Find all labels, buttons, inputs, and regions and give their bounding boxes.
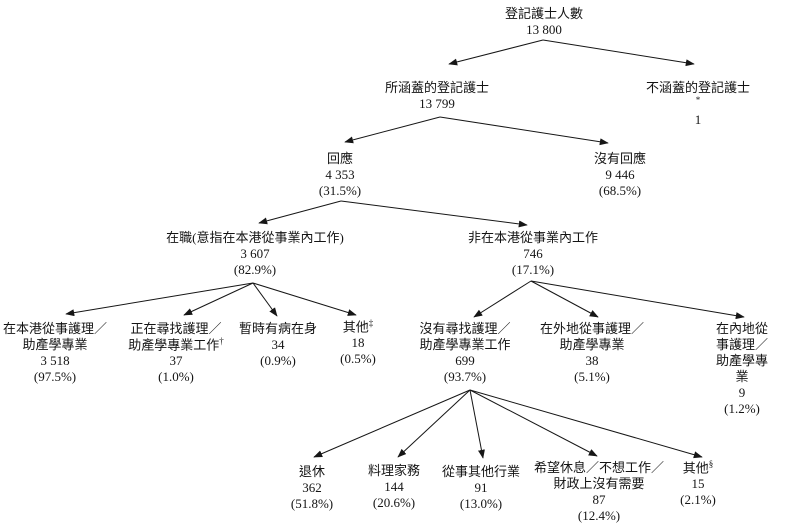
edge-working-temporarily-ill <box>252 282 278 317</box>
node-not-working-hk-value: 746 <box>523 246 543 261</box>
node-other-industry-label: 從事其他行業 <box>441 464 521 479</box>
node-others-working-label: 其他 <box>342 319 369 335</box>
node-responded-label: 回應 <box>326 151 353 166</box>
footnote-marker: ‡ <box>368 318 374 328</box>
node-retired: 退休 362 (51.8%) <box>291 464 333 512</box>
node-not-seeking-label: 沒有尋找護理／ 助產學專業工作 <box>419 321 511 352</box>
node-mainland-label: 在內地從事護理／ 助產學專業 <box>715 321 768 384</box>
node-root-value: 13 800 <box>526 22 562 37</box>
node-mainland-value: 9 <box>738 385 746 400</box>
node-housework-value: 144 <box>384 479 404 494</box>
footnote-marker: * <box>695 95 701 105</box>
node-root: 登記護士人數 13 800 <box>505 6 583 38</box>
node-mainland-percent: (1.2%) <box>724 401 760 416</box>
node-housework: 料理家務 144 (20.6%) <box>368 463 420 511</box>
node-working: 在職(意指在本港從事業內工作) 3 607 (82.9%) <box>166 230 344 278</box>
node-temporarily-ill: 暫時有病在身 34 (0.9%) <box>239 321 317 369</box>
edge-not-seeking-housework <box>397 389 471 458</box>
edge-not-working-hk-not-seeking <box>473 280 532 318</box>
node-others-working-value: 18 <box>351 335 365 351</box>
node-practising-hk: 在本港從事護理／ 助產學專業 3 518 (97.5%) <box>3 321 107 385</box>
edge-not-working-hk-overseas <box>530 280 599 318</box>
node-others-not-seeking-value: 15 <box>691 476 705 492</box>
node-seeking-work-percent: (1.0%) <box>158 369 194 385</box>
node-working-value: 3 607 <box>240 246 270 261</box>
node-no-response: 沒有回應 9 446 (68.5%) <box>594 151 646 199</box>
node-responded-value: 4 353 <box>325 167 355 182</box>
node-working-percent: (82.9%) <box>233 262 277 277</box>
node-others-not-seeking-percent: (2.1%) <box>680 492 716 508</box>
node-practising-hk-value: 3 518 <box>40 353 70 368</box>
node-housework-label: 料理家務 <box>367 463 421 478</box>
node-not-working-hk: 非在本港從事業內工作 746 (17.1%) <box>468 230 598 278</box>
node-not-seeking: 沒有尋找護理／ 助產學專業工作 699 (93.7%) <box>419 321 510 385</box>
node-retired-label: 退休 <box>298 464 325 479</box>
node-others-working: 其他‡ 18 (0.5%) <box>340 319 376 367</box>
node-retired-value: 362 <box>302 480 322 495</box>
footnote-marker: † <box>219 336 224 346</box>
node-root-label: 登記護士人數 <box>504 6 584 21</box>
node-not-working-hk-label: 非在本港從事業內工作 <box>467 230 599 245</box>
node-temporarily-ill-label: 暫時有病在身 <box>238 321 318 336</box>
node-housework-percent: (20.6%) <box>372 495 416 510</box>
node-others-not-seeking-label: 其他 <box>682 460 709 476</box>
node-overseas-value: 38 <box>585 353 599 368</box>
node-wish-rest-label: 希望休息／不想工作／ 財政上沒有需要 <box>533 460 665 491</box>
edge-not-seeking-retired <box>313 389 471 458</box>
node-not-seeking-value: 699 <box>455 353 475 368</box>
node-mainland: 在內地從事護理／ 助產學專業 9 (1.2%) <box>710 321 774 417</box>
node-wish-rest-value: 87 <box>592 492 606 507</box>
node-no-response-value: 9 446 <box>605 167 635 182</box>
node-wish-rest: 希望休息／不想工作／ 財政上沒有需要 87 (12.4%) <box>534 460 664 524</box>
node-not-working-hk-percent: (17.1%) <box>511 262 555 277</box>
node-overseas: 在外地從事護理／ 助產學專業 38 (5.1%) <box>540 321 644 385</box>
edge-responded-not-working-hk <box>340 200 528 228</box>
edge-not-working-hk-mainland <box>530 280 745 320</box>
edge-not-seeking-others <box>469 389 703 459</box>
node-responded: 回應 4 353 (31.5%) <box>319 151 361 199</box>
node-covered-label: 所涵蓋的登記護士 <box>384 80 490 95</box>
node-practising-hk-percent: (97.5%) <box>33 369 77 384</box>
node-temporarily-ill-percent: (0.9%) <box>260 353 296 368</box>
node-no-response-label: 沒有回應 <box>593 151 647 166</box>
edge-covered-no-response <box>439 116 609 146</box>
edge-working-others-working <box>252 282 357 316</box>
edge-not-seeking-other-industry <box>469 389 485 459</box>
edge-root-not-covered <box>542 39 695 67</box>
node-others-not-seeking: 其他§ 15 (2.1%) <box>680 460 716 508</box>
node-no-response-percent: (68.5%) <box>598 183 642 198</box>
node-seeking-work-label: 正在尋找護理／ 助產學專業工作 <box>128 321 222 353</box>
node-not-covered: 不涵蓋的登記護士* 1 <box>644 80 752 128</box>
node-seeking-work-value: 37 <box>169 353 183 369</box>
node-not-covered-value: 1 <box>694 112 702 128</box>
node-covered-value: 13 799 <box>419 96 455 111</box>
edge-covered-responded <box>344 116 441 144</box>
node-retired-percent: (51.8%) <box>290 496 334 511</box>
node-temporarily-ill-value: 34 <box>271 337 285 352</box>
node-not-seeking-percent: (93.7%) <box>443 369 487 384</box>
edge-not-seeking-wish-rest <box>469 389 598 457</box>
node-overseas-label: 在外地從事護理／ 助產學專業 <box>539 321 645 352</box>
node-other-industry-percent: (13.0%) <box>459 496 503 511</box>
node-working-label: 在職(意指在本港從事業內工作) <box>166 230 344 245</box>
node-others-working-percent: (0.5%) <box>340 351 376 367</box>
node-not-covered-label: 不涵蓋的登記護士 <box>645 80 750 95</box>
edge-working-practising-hk <box>65 282 254 317</box>
node-overseas-percent: (5.1%) <box>574 369 610 384</box>
edge-working-seeking-work <box>183 282 254 316</box>
node-seeking-work: 正在尋找護理／ 助產學專業工作† 37 (1.0%) <box>128 321 224 385</box>
node-other-industry: 從事其他行業 91 (13.0%) <box>442 464 520 512</box>
edge-root-covered <box>448 39 544 66</box>
node-responded-percent: (31.5%) <box>318 183 362 198</box>
node-other-industry-value: 91 <box>474 480 488 495</box>
node-wish-rest-percent: (12.4%) <box>577 508 621 523</box>
node-practising-hk-label: 在本港從事護理／ 助產學專業 <box>2 321 108 352</box>
footnote-marker: § <box>708 459 714 469</box>
edge-responded-working <box>258 200 342 225</box>
node-covered: 所涵蓋的登記護士 13 799 <box>385 80 489 112</box>
